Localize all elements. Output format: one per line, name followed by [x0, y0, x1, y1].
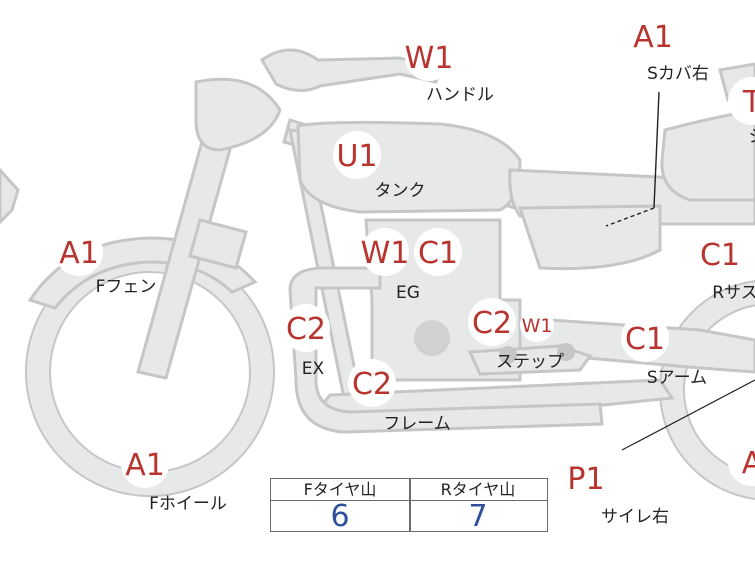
side-cover: [517, 204, 662, 271]
badge-c2-step: C2 ステップ: [468, 298, 564, 372]
leader-side-cover: [653, 91, 660, 209]
part-label: フレーム: [383, 414, 451, 434]
part-label: Sカバ右: [647, 64, 709, 84]
badge-circle: [468, 298, 516, 346]
badge-circle: [55, 228, 103, 276]
badge-layer: W1ハンドルA1Sカバ右TシU1タンクA1FフェンW1EGC1C1RサスC2EX…: [55, 12, 755, 527]
badge-circle: [696, 230, 744, 278]
part-label: サイレ右: [601, 507, 669, 527]
exhaust-pipe: [288, 266, 604, 434]
headlight: [194, 77, 282, 152]
part-label: Fフェン: [96, 277, 157, 297]
badge-code: A1: [633, 20, 673, 55]
badge-circle: [629, 12, 677, 60]
badge-t-cut: Tシ: [728, 77, 755, 147]
badge-circle: [728, 438, 755, 486]
step-peg-left: [499, 346, 517, 364]
badge-circle: [333, 131, 381, 179]
badge-circle: [728, 77, 755, 125]
badge-c2-frame: C2 フレーム: [348, 359, 451, 434]
rear-body: [660, 108, 755, 202]
rear-wheel: [661, 282, 755, 498]
badge-u1-tank: U1 タンク: [333, 131, 426, 201]
badge-circle: [361, 228, 409, 276]
part-label: Sアーム: [647, 368, 707, 388]
left-fragment: [0, 167, 20, 225]
badge-a-cut: A: [728, 438, 755, 486]
badge-code: C1: [625, 322, 665, 357]
badge-c1-engine: C1: [414, 228, 462, 276]
badge-circle: [621, 314, 669, 362]
front-tire-value: 6: [330, 499, 350, 534]
rear-tire-value: 7: [468, 499, 488, 534]
engine-cover-circle: [414, 320, 450, 356]
badge-code: W1: [361, 236, 410, 271]
badge-code: U1: [336, 139, 377, 174]
badge-code: C1: [418, 236, 458, 271]
badge-circle: [282, 304, 330, 352]
part-label: タンク: [375, 181, 426, 201]
part-label: EX: [302, 359, 325, 379]
fork-upper: [188, 218, 248, 270]
front-tire-header: Fタイヤ山: [271, 479, 409, 501]
badge-code: W1: [405, 41, 454, 76]
badge-p1-muffler-r: P1 サイレ右: [562, 454, 669, 527]
rear-tire-header: Rタイヤ山: [409, 479, 547, 501]
part-label: シ: [749, 127, 755, 147]
part-label: ステップ: [496, 352, 564, 372]
badge-code: A: [742, 446, 755, 481]
leader-muffler: [621, 379, 755, 451]
part-label: EG: [396, 283, 420, 303]
badge-code: C2: [286, 312, 326, 347]
badge-code: T: [742, 85, 755, 120]
tire-tread-table: Fタイヤ山 Rタイヤ山 6 7: [270, 478, 548, 534]
badge-code: C1: [700, 238, 740, 273]
badge-code: W1: [522, 315, 553, 337]
badge-circle: [562, 454, 610, 502]
badge-circle: [121, 440, 169, 488]
badge-circle: [414, 228, 462, 276]
badge-w1-step: W1: [520, 308, 554, 342]
badge-code: A1: [125, 448, 165, 483]
badge-code: C2: [472, 306, 512, 341]
badge-code: A1: [59, 236, 99, 271]
leader-side-cover-2: [605, 207, 655, 227]
table-divider: [409, 479, 411, 531]
part-label: Fホイール: [149, 494, 227, 514]
step-peg-right: [557, 343, 575, 361]
badge-circle: [348, 359, 396, 407]
badge-circle: [520, 308, 554, 342]
part-label: Rサス: [712, 283, 755, 303]
badge-circle: [405, 33, 453, 81]
badge-code: C2: [352, 367, 392, 402]
badge-w1-handle: W1 ハンドル: [405, 33, 494, 105]
part-label: ハンドル: [426, 85, 494, 105]
badge-code: P1: [567, 462, 604, 497]
